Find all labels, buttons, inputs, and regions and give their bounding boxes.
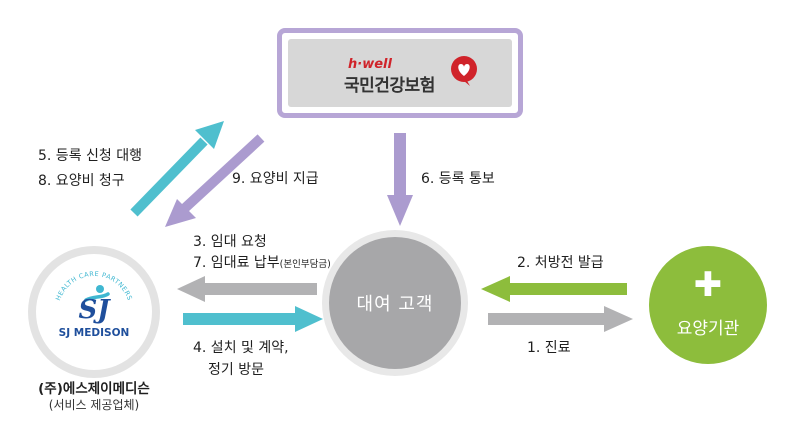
arrow-customer-to-provider [177, 276, 317, 302]
arrow-nhis-to-customer [387, 133, 413, 226]
nhis-inner-panel: h·well 국민건강보험 [288, 39, 512, 107]
step-7-text: 7. 임대료 납부 [193, 255, 280, 271]
provider-logo-circle: HEALTH CARE PARTNERS SJ SJ MEDISON [36, 254, 152, 370]
provider-logo-wordmark: SJ MEDISON [59, 327, 130, 339]
provider-name: (주)에스제이메디슨 [38, 381, 150, 397]
arrow-nhis-to-provider [165, 134, 265, 227]
logo-person-arms-icon [84, 292, 110, 302]
provider-subtitle: (서비스 제공업체) [48, 398, 140, 412]
step-3-label: 3. 임대 요청 [193, 234, 267, 250]
step-8-label: 8. 요양비 청구 [38, 173, 125, 189]
hospital-node: ✚ 요양기관 [649, 246, 767, 364]
sj-medison-logo: HEALTH CARE PARTNERS SJ SJ MEDISON [54, 270, 133, 339]
nhis-logo-text: h·well [348, 57, 392, 72]
nhis-heart-logo-icon [451, 56, 477, 86]
customer-name: 대여 고객 [356, 294, 434, 315]
customer-node: 대여 고객 [329, 237, 461, 369]
arrow-customer-to-hospital [488, 306, 633, 332]
nhis-box: h·well 국민건강보험 [277, 28, 523, 118]
step-7-label: 7. 임대료 납부(본인부담금) [193, 255, 331, 272]
nhis-name: 국민건강보험 [344, 76, 435, 96]
provider-logo-monogram: SJ [78, 295, 111, 325]
step-5-label: 5. 등록 신청 대행 [38, 148, 142, 164]
step-4-label-line2: 정기 방문 [208, 362, 264, 378]
step-1-label: 1. 진료 [527, 340, 571, 356]
hospital-name: 요양기관 [676, 319, 740, 339]
step-6-label: 6. 등록 통보 [421, 171, 495, 187]
logo-person-head-icon [96, 285, 104, 293]
arrow-provider-to-nhis [130, 121, 224, 217]
arrow-hospital-to-customer [481, 276, 627, 302]
step-4-label-line1: 4. 설치 및 계약, [193, 340, 289, 356]
step-2-label: 2. 처방전 발급 [517, 255, 604, 271]
step-9-label: 9. 요양비 지급 [232, 171, 319, 187]
plus-icon: ✚ [693, 265, 723, 305]
arrow-provider-to-customer [183, 306, 323, 332]
step-7-note: (본인부담금) [279, 259, 331, 270]
